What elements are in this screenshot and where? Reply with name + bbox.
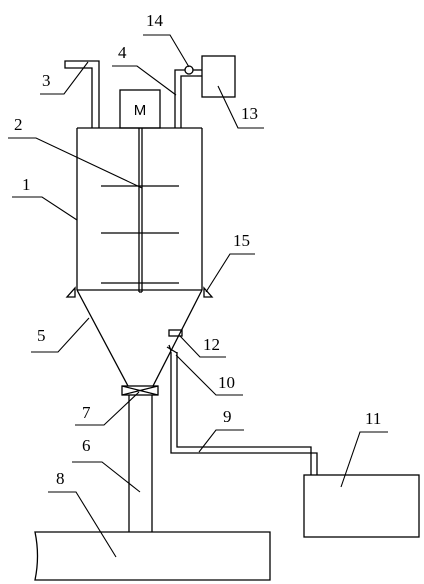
nozzle (166, 344, 178, 354)
callout-7: 7 (82, 403, 91, 422)
return-pipe (170, 352, 318, 475)
callout-15: 15 (233, 231, 250, 250)
callout-8: 8 (56, 469, 65, 488)
callout-12: 12 (203, 335, 220, 354)
callout-5: 5 (37, 326, 46, 345)
callout-labels: 1 2 3 4 5 6 7 8 9 10 11 12 13 14 15 (14, 11, 381, 488)
callout-leaders (8, 34, 388, 558)
stirrer (101, 128, 179, 293)
callout-1: 1 (22, 175, 31, 194)
callout-11: 11 (365, 409, 381, 428)
callout-2: 2 (14, 115, 23, 134)
motor: M (119, 89, 161, 129)
motor-label: M (134, 102, 147, 119)
callout-6: 6 (82, 436, 91, 455)
conical-hopper (76, 289, 203, 387)
inlet-pipe (64, 60, 100, 128)
callout-9: 9 (223, 407, 232, 426)
callout-14: 14 (146, 11, 164, 30)
discharge-valve (121, 385, 159, 396)
collection-box (303, 474, 420, 538)
support-column (128, 395, 153, 532)
vent-pipe (174, 65, 202, 128)
base-platform (34, 531, 271, 581)
callout-4: 4 (118, 43, 127, 62)
callout-3: 3 (42, 71, 51, 90)
callout-10: 10 (218, 373, 235, 392)
sensor (168, 329, 183, 337)
callout-13: 13 (241, 104, 258, 123)
top-unit-box (201, 55, 236, 98)
support-brackets (65, 286, 214, 298)
